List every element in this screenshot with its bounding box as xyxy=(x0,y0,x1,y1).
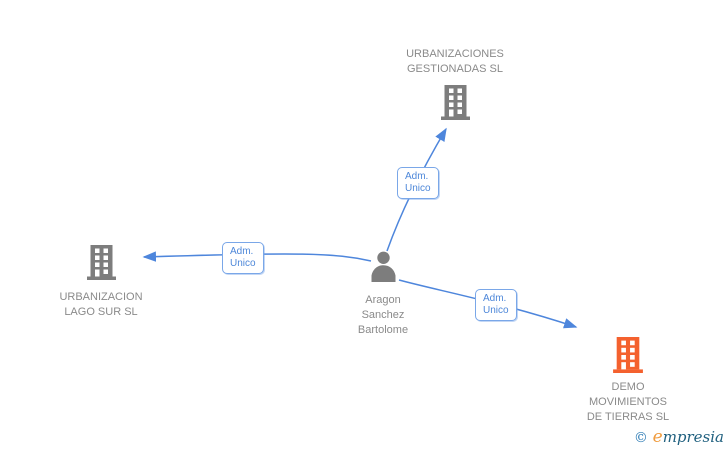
edge-label-line: Adm. xyxy=(230,246,254,257)
person-name-line: Sanchez xyxy=(361,309,405,321)
edge-label-line: Unico xyxy=(483,305,509,316)
building-icon xyxy=(86,245,116,285)
edge-label-adm-unico-top: Adm. Unico xyxy=(397,167,439,199)
building-icon xyxy=(613,337,643,378)
node-person-aragon-sanchez-bartolome[interactable]: Aragon Sanchez Bartolome xyxy=(303,251,463,338)
company-name-line: MOVIMIENTOS xyxy=(588,396,668,408)
node-company-demo-movimientos-de-tierras[interactable]: DEMO MOVIMIENTOS DE TIERRAS SL xyxy=(548,337,708,425)
edge-label-adm-unico-right: Adm. Unico xyxy=(475,289,517,321)
edge-label-line: Adm. xyxy=(483,293,507,304)
company-name: URBANIZACION LAGO SUR SL xyxy=(21,290,181,320)
company-name: URBANIZACIONES GESTIONADAS SL xyxy=(375,47,535,77)
edge-label-line: Unico xyxy=(230,258,256,269)
company-name-line: GESTIONADAS SL xyxy=(407,63,503,75)
edge-label-line: Unico xyxy=(405,183,431,194)
company-name-line: URBANIZACION xyxy=(59,291,143,303)
building-icon xyxy=(440,85,470,125)
node-company-urbanizaciones-gestionadas[interactable]: URBANIZACIONES GESTIONADAS SL xyxy=(375,47,535,125)
edge-label-adm-unico-left: Adm. Unico xyxy=(222,242,264,274)
company-name-line: DEMO xyxy=(611,381,645,393)
edge-person-to-bottom-right-company xyxy=(398,279,578,329)
company-name: DEMO MOVIMIENTOS DE TIERRAS SL xyxy=(548,380,708,425)
node-company-urbanizacion-lago-sur[interactable]: URBANIZACION LAGO SUR SL xyxy=(21,245,181,320)
company-name-line: URBANIZACIONES xyxy=(406,48,504,60)
person-name-line: Bartolome xyxy=(357,324,409,336)
edge-person-to-left-company xyxy=(142,251,372,262)
empresia-logo[interactable]: © empresia xyxy=(634,427,724,447)
brand-wordmark: empresia xyxy=(652,427,724,447)
person-name: Aragon Sanchez Bartolome xyxy=(303,293,463,338)
company-name-line: LAGO SUR SL xyxy=(64,306,138,318)
brand-initial: e xyxy=(652,427,663,447)
company-name-line: DE TIERRAS SL xyxy=(586,411,670,423)
copyright-symbol: © xyxy=(633,430,648,446)
person-name-line: Aragon xyxy=(365,294,401,306)
person-icon xyxy=(371,251,396,287)
brand-rest: mpresia xyxy=(662,428,724,446)
edge-label-line: Adm. xyxy=(405,171,429,182)
